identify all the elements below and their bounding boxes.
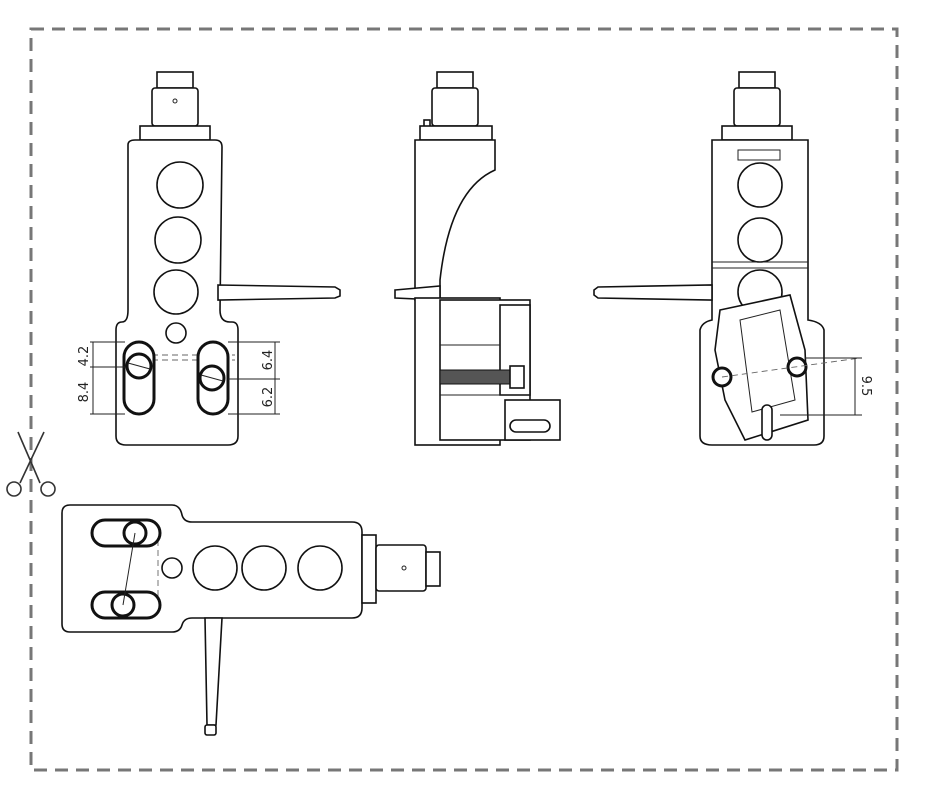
dimension-label: 6.2 (261, 387, 276, 408)
back-view: 9.5 (593, 71, 873, 446)
dimension-label: 9.5 (858, 376, 873, 397)
scissors-icon (6, 431, 56, 497)
dimension-label: 8.4 (77, 382, 92, 403)
dimension-label: 4.2 (77, 346, 92, 367)
bottom-view (61, 504, 441, 736)
side-view (394, 71, 561, 446)
dashed-cut-border (29, 27, 899, 772)
dimension-label: 6.4 (261, 350, 276, 371)
front-view: 4.2 8.4 6.4 6.2 (77, 71, 341, 446)
